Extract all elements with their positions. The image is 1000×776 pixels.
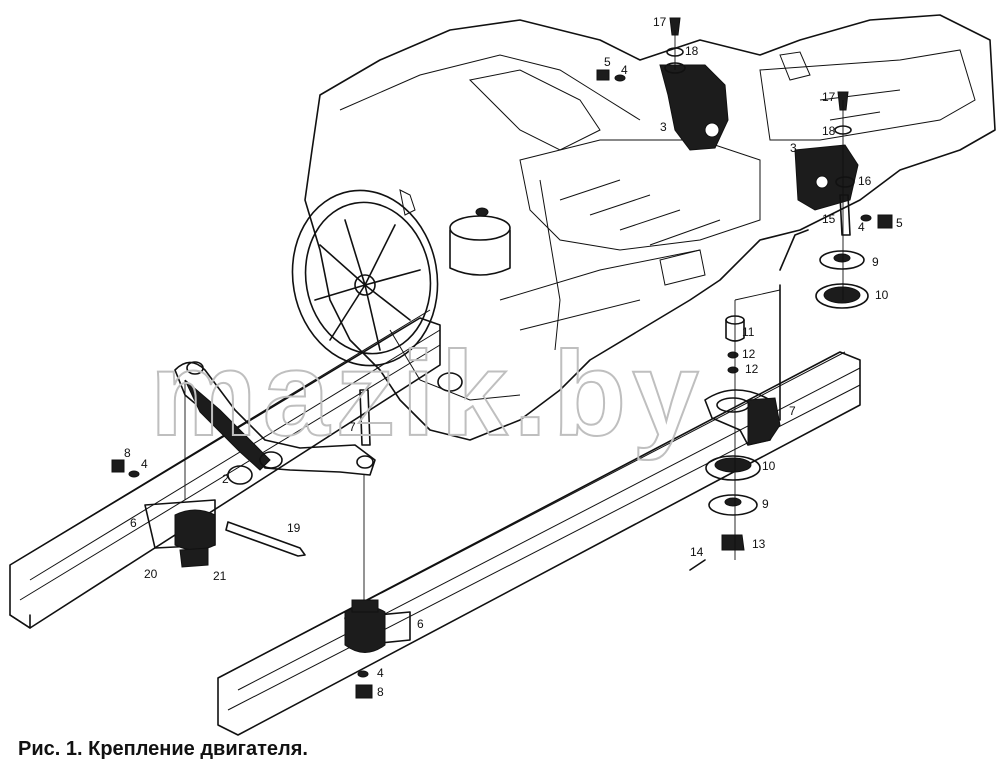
callout-15: 15 [822, 212, 836, 226]
fan [291, 189, 439, 367]
engine-bracket-front [596, 17, 729, 151]
callout-9: 9 [872, 255, 879, 269]
front-right-mount [344, 475, 411, 699]
callout-16: 16 [858, 174, 872, 188]
front-left-mount [111, 459, 306, 568]
callout-20: 20 [144, 567, 158, 581]
front-crossmember [174, 361, 463, 485]
callout-4: 4 [141, 457, 148, 471]
callout-6: 6 [130, 516, 137, 530]
callout-10: 10 [875, 288, 889, 302]
callout-12: 12 [745, 362, 759, 376]
frame-rail-left [9, 309, 441, 629]
callout-21: 21 [213, 569, 227, 583]
callout-5: 5 [604, 55, 611, 69]
callout-3: 3 [790, 141, 797, 155]
callout-18: 18 [822, 124, 836, 138]
callout-18: 18 [685, 44, 699, 58]
callout-3: 3 [660, 120, 667, 134]
figure-caption: Рис. 1. Крепление двигателя. [18, 738, 308, 760]
engine-bracket-rear [794, 91, 893, 236]
assembly-guide-lines [184, 30, 844, 500]
callout-9: 9 [762, 497, 769, 511]
oil-filter [449, 207, 511, 276]
callout-5: 5 [896, 216, 903, 230]
callout-11: 11 [742, 325, 755, 339]
callout-17: 17 [822, 90, 836, 104]
rear-mount-stack [689, 229, 869, 571]
watermark: mazik.by [150, 327, 705, 461]
callout-4: 4 [858, 220, 865, 234]
callout-7: 7 [349, 420, 356, 434]
callout-8: 8 [377, 685, 384, 699]
callout-19: 19 [287, 521, 301, 535]
callout-14: 14 [690, 545, 704, 559]
callout-10: 10 [762, 459, 776, 473]
callout-8: 8 [124, 446, 131, 460]
callout-4: 4 [621, 63, 628, 77]
callout-13: 13 [752, 537, 766, 551]
callout-12: 12 [742, 347, 756, 361]
callout-7: 7 [789, 404, 796, 418]
callout-17: 17 [653, 15, 667, 29]
callout-labels: 17 18 5 4 3 17 18 3 16 15 4 5 9 10 11 12… [124, 15, 903, 699]
engine-mounting-diagram: mazik.by 17 18 5 4 3 17 18 3 16 15 4 5 9… [9, 14, 996, 736]
callout-2: 2 [222, 472, 229, 486]
callout-6: 6 [417, 617, 424, 631]
callout-4: 4 [377, 666, 384, 680]
